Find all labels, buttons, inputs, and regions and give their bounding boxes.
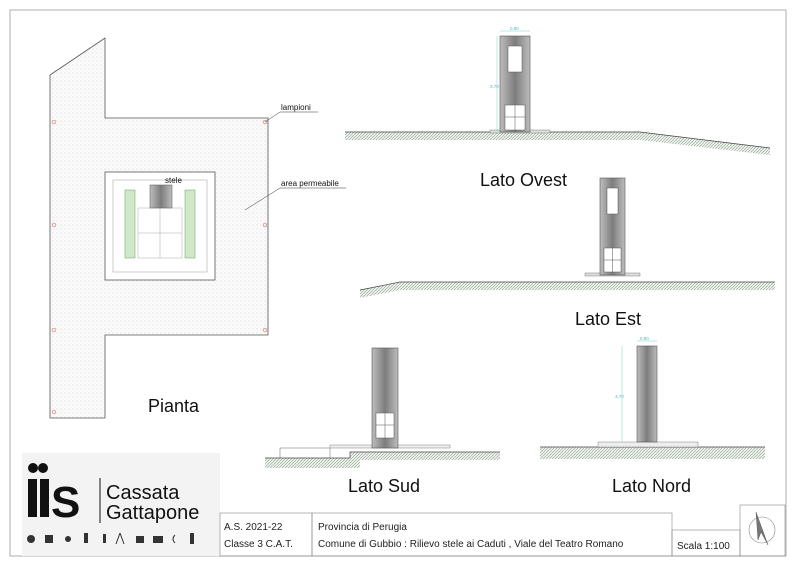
school-logo: S Cassata Gattapone [22, 453, 220, 556]
lamp-markers [51, 119, 268, 415]
svg-text:S: S [51, 478, 80, 527]
south-title: Lato Sud [348, 476, 420, 496]
logo-name-line1: Cassata [106, 482, 180, 504]
grass-strip-right [184, 189, 196, 259]
plan-view: stele lampioni area permeabile Pianta [49, 37, 346, 419]
stele-plan [149, 184, 173, 209]
plan-title: Pianta [148, 396, 200, 416]
east-title: Lato Est [575, 309, 641, 329]
north-height-dim: 3.70 [615, 394, 624, 399]
scale: Scala 1:100 [677, 541, 730, 552]
class-name: Classe 3 C.A.T. [224, 539, 293, 550]
project-title: Comune di Gubbio : Rilievo stele ai Cadu… [318, 539, 624, 550]
stele-north [636, 345, 658, 443]
west-height-dim: 3.70 [490, 84, 499, 89]
west-width-dim: 0.80 [510, 26, 519, 31]
north-width-dim: 0.80 [640, 336, 649, 341]
grass-strip-left [124, 189, 136, 259]
east-elevation: Lato Est [359, 177, 775, 329]
logo-name-line2: Gattapone [106, 502, 199, 524]
permeable-area-label: area permeabile [281, 179, 339, 188]
school-year: A.S. 2021-22 [224, 522, 283, 533]
province: Provincia di Perugia [318, 522, 407, 533]
stele-label: stele [165, 176, 182, 185]
north-elevation: 0.80 3.70 Lato Nord [540, 336, 765, 496]
north-title: Lato Nord [612, 476, 691, 496]
logo-subject-icons [27, 532, 194, 545]
south-elevation: Lato Sud [265, 347, 500, 496]
west-elevation: 0.80 3.70 Lato Ovest [345, 26, 771, 190]
west-title: Lato Ovest [480, 170, 567, 190]
north-arrow-icon [748, 511, 776, 546]
lamps-label: lampioni [281, 103, 311, 112]
title-block [219, 504, 786, 557]
